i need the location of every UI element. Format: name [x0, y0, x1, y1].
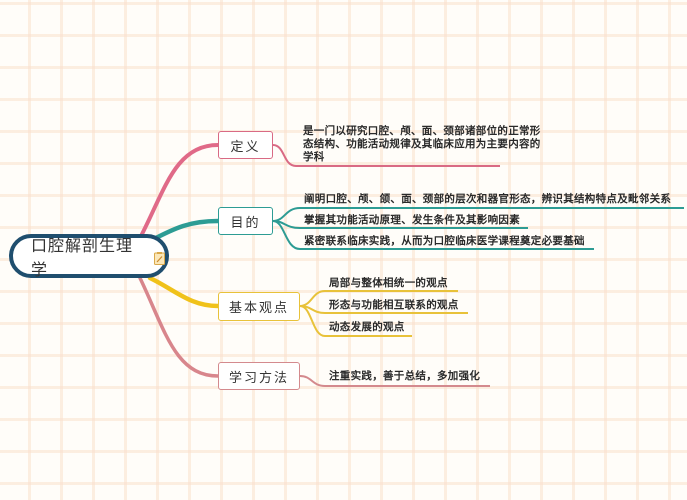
leaf-viewpoints-3[interactable]: 动态发展的观点 [329, 321, 405, 333]
branch-label: 目的 [230, 215, 261, 231]
leaf-purpose-1[interactable]: 阐明口腔、颅、颌、面、颈部的层次和器官形态，辨识其结构特点及毗邻关系 [304, 193, 672, 205]
branch-methods[interactable]: 学习方法 [218, 362, 300, 390]
leaf-purpose-2[interactable]: 掌握其功能活动原理、发生条件及其影响因素 [304, 214, 520, 226]
leaf-definition[interactable]: 是一门以研究口腔、颅、面、颈部诸部位的正常形态结构、功能活动规律及其临床应用为主… [303, 125, 541, 163]
link-methods-leaf [299, 375, 490, 387]
root-node[interactable]: 口腔解剖生理学 [9, 234, 169, 279]
link-purpose-leaf-3 [272, 220, 594, 250]
branch-label: 定义 [230, 139, 261, 155]
leaf-viewpoints-1[interactable]: 局部与整体相统一的观点 [329, 277, 448, 289]
link-definition-leaf [272, 144, 500, 167]
link-root-methods [138, 276, 220, 378]
leaf-methods[interactable]: 注重实践，善于总结，多加强化 [329, 370, 481, 382]
link-root-viewpoints [147, 275, 221, 309]
leaf-purpose-3[interactable]: 紧密联系临床实践，从而为口腔临床医学课程奠定必要基础 [304, 235, 585, 247]
branch-purpose[interactable]: 目的 [218, 207, 273, 235]
branch-label: 学习方法 [228, 370, 289, 386]
link-root-definition [138, 143, 220, 240]
link-viewpoints-leaf-3 [299, 305, 412, 337]
branch-definition[interactable]: 定义 [218, 131, 273, 159]
branch-viewpoints[interactable]: 基本观点 [218, 292, 300, 321]
link-root-purpose [149, 218, 221, 243]
branch-label: 基本观点 [228, 301, 289, 316]
note-icon[interactable] [154, 250, 165, 265]
leaf-viewpoints-2[interactable]: 形态与功能相互联系的观点 [329, 299, 459, 311]
root-label: 口腔解剖生理学 [31, 236, 134, 279]
